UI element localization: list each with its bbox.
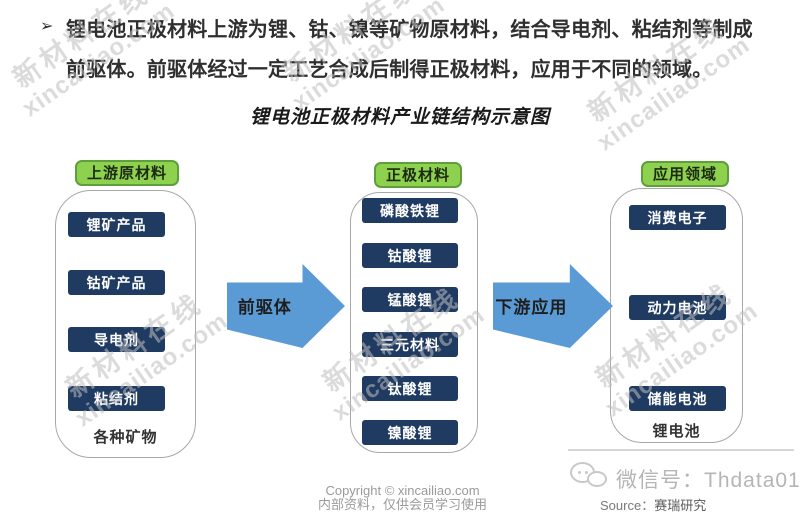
- item-consumer-electronics: 消费电子: [629, 205, 726, 230]
- copyright-block: Copyright © xincailiao.com 内部资料，仅供会员学习使用: [290, 484, 515, 512]
- item-storage-battery: 储能电池: [629, 386, 726, 411]
- item-cobalt-ore: 钴矿产品: [68, 270, 165, 295]
- bullet-arrow-icon: ➢: [40, 18, 54, 35]
- downstream-arrow-label: 下游应用: [495, 298, 568, 318]
- intro-paragraph: ➢ 锂电池正极材料上游为锂、钴、镍等矿物原材料，结合导电剂、粘结剂等制成 前驱体…: [40, 10, 762, 90]
- item-lno: 镍酸锂: [362, 420, 458, 445]
- source-value: 赛瑞研究: [654, 498, 707, 513]
- wechat-icon: [570, 462, 612, 494]
- item-conductive-agent: 导电剂: [68, 327, 165, 352]
- item-lto: 钛酸锂: [362, 376, 458, 401]
- application-footer-label: 锂电池: [652, 423, 701, 440]
- item-binder: 粘结剂: [68, 386, 165, 411]
- item-power-battery: 动力电池: [629, 295, 726, 320]
- column-header-upstream: 上游原材料: [75, 160, 180, 186]
- item-lithium-ore: 锂矿产品: [68, 212, 165, 237]
- intro-line-2: 前驱体。前驱体经过一定工艺合成后制得正极材料，应用于不同的领域。: [66, 59, 713, 81]
- wechat-id: 微信号：Thdata01: [616, 469, 800, 492]
- intro-line-1: 锂电池正极材料上游为锂、钴、镍等矿物原材料，结合导电剂、粘结剂等制成: [66, 19, 753, 41]
- source-label: Source：: [600, 498, 655, 513]
- footer-divider: [568, 449, 794, 451]
- precursor-arrow-label: 前驱体: [237, 298, 292, 318]
- precursor-arrow: 前驱体: [227, 264, 345, 348]
- cathode-container: [350, 192, 478, 453]
- column-header-cathode: 正极材料: [374, 162, 463, 188]
- copyright-line: Copyright © xincailiao.com: [325, 483, 480, 498]
- item-lco: 钴酸锂: [362, 243, 458, 268]
- downstream-arrow: 下游应用: [493, 264, 613, 348]
- column-header-application: 应用领域: [641, 161, 730, 187]
- diagram-title: 锂电池正极材料产业链结构示意图: [249, 107, 550, 128]
- item-lfp: 磷酸铁锂: [362, 198, 458, 223]
- item-ternary: 三元材料: [362, 332, 458, 357]
- notice-line: 内部资料，仅供会员学习使用: [317, 497, 487, 512]
- source-row: Source：赛瑞研究: [600, 495, 706, 514]
- upstream-footer-label: 各种矿物: [93, 429, 158, 446]
- item-lmo: 锰酸锂: [362, 287, 458, 312]
